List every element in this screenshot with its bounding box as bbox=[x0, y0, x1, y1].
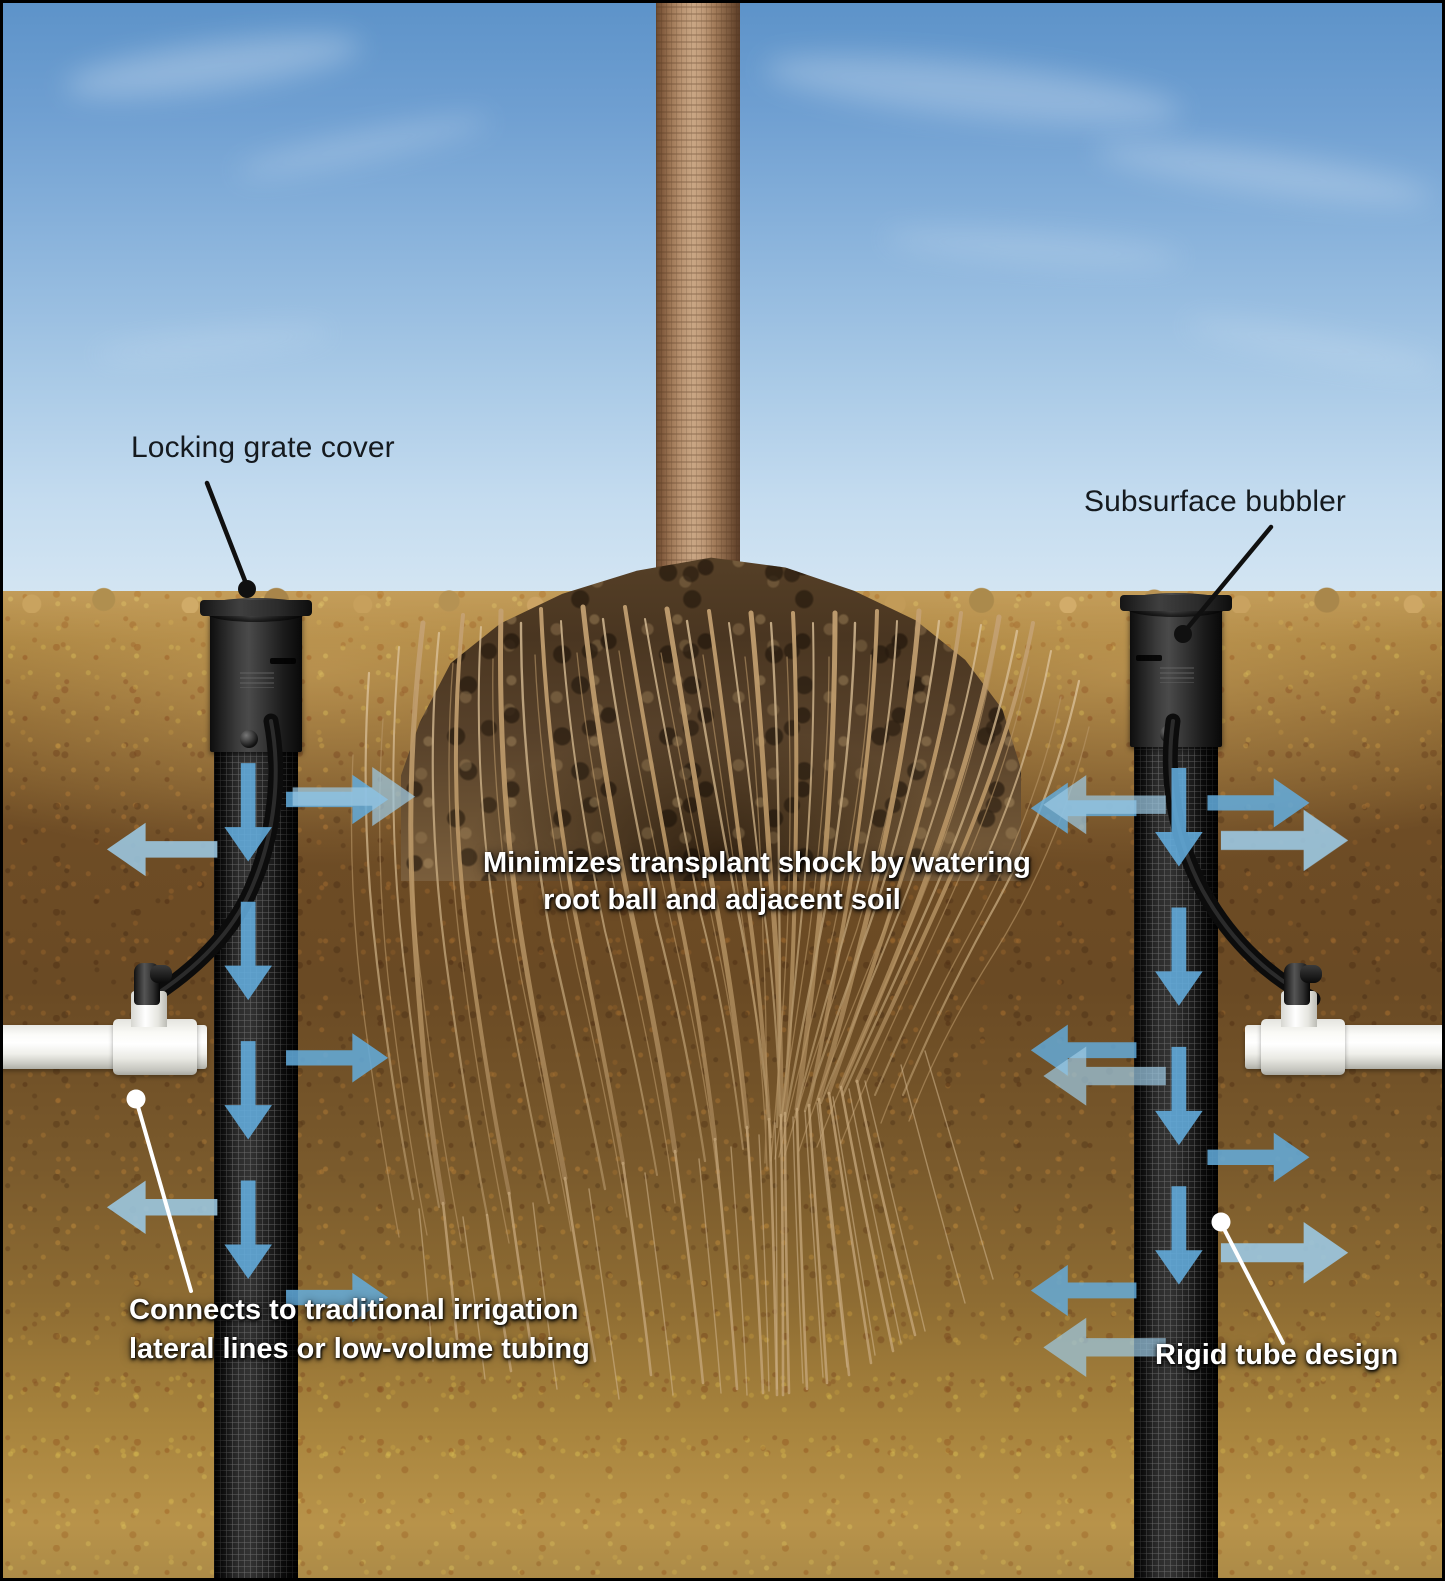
pvc-tee-fitting bbox=[113, 1019, 197, 1075]
bark-texture bbox=[656, 3, 740, 579]
housing-vent-slot bbox=[270, 658, 296, 664]
pvc-pipe-segment bbox=[1329, 1025, 1442, 1069]
hose-elbow-adapter bbox=[134, 963, 172, 1005]
callout-rigid-tube-design: Rigid tube design bbox=[1155, 1339, 1399, 1371]
bubbler-housing[interactable] bbox=[1130, 607, 1222, 747]
pvc-tee-fitting bbox=[1261, 1019, 1345, 1075]
tube-shading bbox=[1134, 743, 1218, 1578]
hose-outlet-port bbox=[1160, 725, 1178, 743]
rigid-mesh-tube bbox=[214, 744, 298, 1578]
cloud-wisp bbox=[882, 222, 1184, 274]
tube-shading bbox=[214, 744, 298, 1578]
cloud-wisp bbox=[761, 41, 1185, 139]
hose-elbow-adapter bbox=[1284, 963, 1322, 1005]
housing-emboss bbox=[240, 672, 274, 688]
grate-cover-lip bbox=[200, 600, 312, 616]
callout-line-2: lateral lines or low-volume tubing bbox=[129, 1332, 590, 1365]
cloud-wisp bbox=[233, 106, 493, 186]
cloud-wisp bbox=[92, 320, 334, 368]
cloud-wisp bbox=[1091, 129, 1435, 217]
callout-line-1: Minimizes transplant shock by watering bbox=[483, 847, 1031, 879]
tree-trunk bbox=[656, 3, 740, 579]
pvc-pipe-segment bbox=[3, 1025, 123, 1069]
callout-connects-to-lateral-lines: Connects to traditional irrigation later… bbox=[129, 1291, 590, 1369]
grate-cover-lip bbox=[1120, 595, 1232, 611]
housing-vent-slot bbox=[1136, 655, 1162, 661]
callout-locking-grate-cover: Locking grate cover bbox=[131, 431, 395, 464]
housing-emboss bbox=[1160, 667, 1194, 683]
callout-minimizes-transplant-shock: Minimizes transplant shock by watering r… bbox=[483, 845, 1031, 919]
callout-line-2: root ball and adjacent soil bbox=[543, 884, 901, 917]
callout-line-1: Connects to traditional irrigation bbox=[129, 1294, 579, 1326]
cloud-wisp bbox=[61, 22, 365, 110]
cloud-wisp bbox=[1182, 310, 1442, 382]
hose-outlet-port bbox=[240, 730, 258, 748]
rigid-mesh-tube bbox=[1134, 743, 1218, 1578]
callout-subsurface-bubbler: Subsurface bubbler bbox=[1084, 485, 1346, 518]
bubbler-housing[interactable] bbox=[210, 612, 302, 752]
